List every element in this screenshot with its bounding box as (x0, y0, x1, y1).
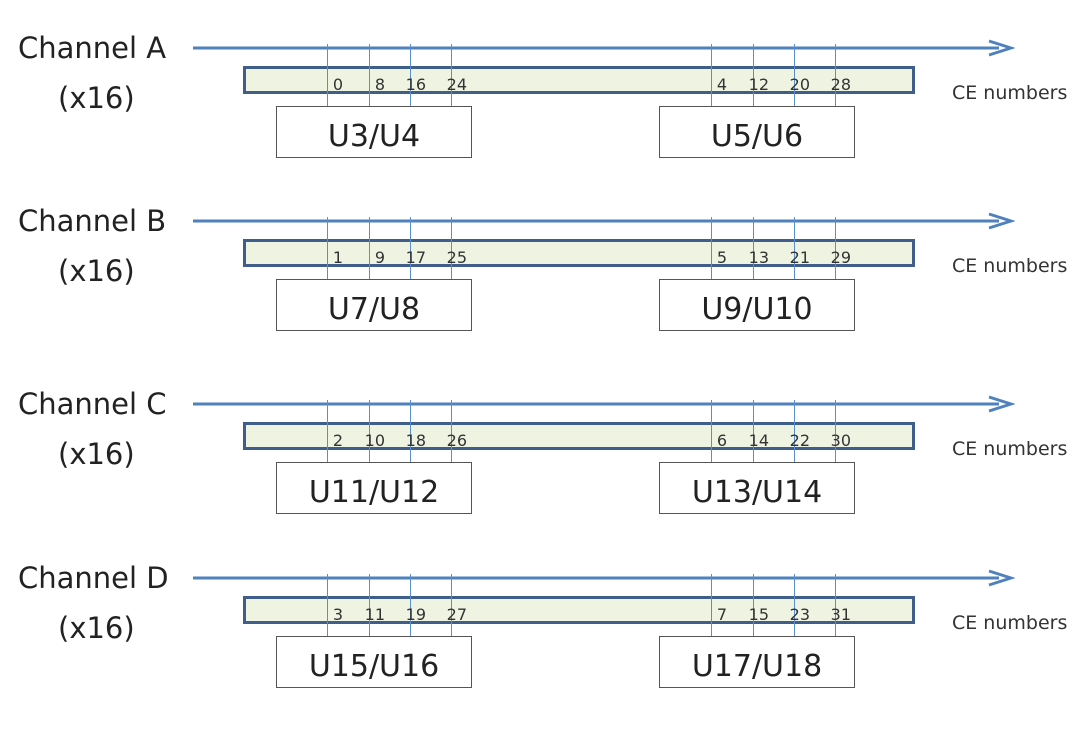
device-box-left: U15/U16 (276, 636, 472, 688)
ce-number: 2 (332, 431, 343, 450)
ce-number: 5 (716, 248, 727, 267)
channel-name: Channel A (18, 31, 167, 65)
ce-line (369, 400, 370, 464)
channel-group: Channel C (x16) 2 10 18 26 6 14 22 30 CE… (0, 387, 1088, 562)
ce-number: 13 (748, 248, 769, 267)
ce-numbers-label: CE numbers (952, 82, 1068, 104)
ce-line (369, 574, 370, 638)
ce-number: 4 (716, 75, 727, 94)
ce-number: 24 (446, 75, 467, 94)
ce-number: 15 (748, 605, 769, 624)
ce-line (794, 44, 795, 108)
ce-line (451, 400, 452, 464)
device-box-right: U13/U14 (659, 462, 855, 514)
ce-line (753, 400, 754, 464)
ce-number: 25 (446, 248, 467, 267)
ce-line (794, 400, 795, 464)
ce-number: 14 (748, 431, 769, 450)
ce-line (835, 400, 836, 464)
channel-name: Channel B (18, 204, 167, 238)
ce-line (711, 400, 712, 464)
device-box-right: U9/U10 (659, 279, 855, 331)
ce-number: 12 (748, 75, 769, 94)
device-box-left: U3/U4 (276, 106, 472, 158)
ce-number: 26 (446, 431, 467, 450)
ce-number: 28 (830, 75, 851, 94)
ce-number: 0 (332, 75, 343, 94)
ce-number: 6 (716, 431, 727, 450)
channel-group: Channel A (x16) 0 8 16 24 4 12 20 28 CE … (0, 31, 1088, 206)
ce-number: 31 (830, 605, 851, 624)
device-box-right: U17/U18 (659, 636, 855, 688)
ce-number: 19 (405, 605, 426, 624)
ce-line (327, 217, 328, 281)
ce-number: 3 (332, 605, 343, 624)
ce-bus-bar (243, 239, 915, 267)
ce-line (753, 217, 754, 281)
ce-number: 1 (332, 248, 343, 267)
ce-number: 7 (716, 605, 727, 624)
ce-number: 17 (405, 248, 426, 267)
ce-line (327, 400, 328, 464)
ce-number: 29 (830, 248, 851, 267)
ce-line (410, 44, 411, 108)
ce-line (711, 574, 712, 638)
device-box-right: U5/U6 (659, 106, 855, 158)
device-box-left: U11/U12 (276, 462, 472, 514)
ce-line (451, 574, 452, 638)
ce-bus-bar (243, 422, 915, 450)
ce-bus-bar (243, 66, 915, 94)
ce-line (369, 44, 370, 108)
ce-number: 9 (374, 248, 385, 267)
ce-line (794, 574, 795, 638)
ce-line (753, 44, 754, 108)
ce-bus-bar (243, 596, 915, 624)
channel-name: Channel D (18, 561, 169, 595)
ce-number: 23 (789, 605, 810, 624)
ce-number: 27 (446, 605, 467, 624)
ce-line (711, 217, 712, 281)
ce-line (835, 217, 836, 281)
ce-number: 10 (364, 431, 385, 450)
channel-width: (x16) (58, 254, 135, 288)
ce-number: 30 (830, 431, 851, 450)
ce-line (794, 217, 795, 281)
ce-number: 11 (364, 605, 385, 624)
ce-number: 22 (789, 431, 810, 450)
channel-width: (x16) (58, 437, 135, 471)
ce-numbers-label: CE numbers (952, 612, 1068, 634)
ce-line (410, 400, 411, 464)
ce-numbers-label: CE numbers (952, 438, 1068, 460)
ce-number: 16 (405, 75, 426, 94)
channel-arrow (193, 39, 1015, 57)
device-box-left: U7/U8 (276, 279, 472, 331)
channel-arrow (193, 212, 1015, 230)
ce-number: 8 (374, 75, 385, 94)
channel-arrow (193, 395, 1015, 413)
ce-numbers-label: CE numbers (952, 255, 1068, 277)
ce-line (753, 574, 754, 638)
ce-line (451, 217, 452, 281)
ce-line (327, 574, 328, 638)
ce-number: 20 (789, 75, 810, 94)
ce-line (410, 217, 411, 281)
ce-line (327, 44, 328, 108)
channel-arrow (193, 569, 1015, 587)
ce-line (369, 217, 370, 281)
ce-line (711, 44, 712, 108)
channel-width: (x16) (58, 81, 135, 115)
ce-number: 21 (789, 248, 810, 267)
ce-line (410, 574, 411, 638)
channel-width: (x16) (58, 611, 135, 645)
channel-name: Channel C (18, 387, 167, 421)
ce-line (835, 574, 836, 638)
ce-line (451, 44, 452, 108)
channel-group: Channel D (x16) 3 11 19 27 7 15 23 31 CE… (0, 561, 1088, 736)
channel-group: Channel B (x16) 1 9 17 25 5 13 21 29 CE … (0, 204, 1088, 379)
ce-number: 18 (405, 431, 426, 450)
ce-line (835, 44, 836, 108)
